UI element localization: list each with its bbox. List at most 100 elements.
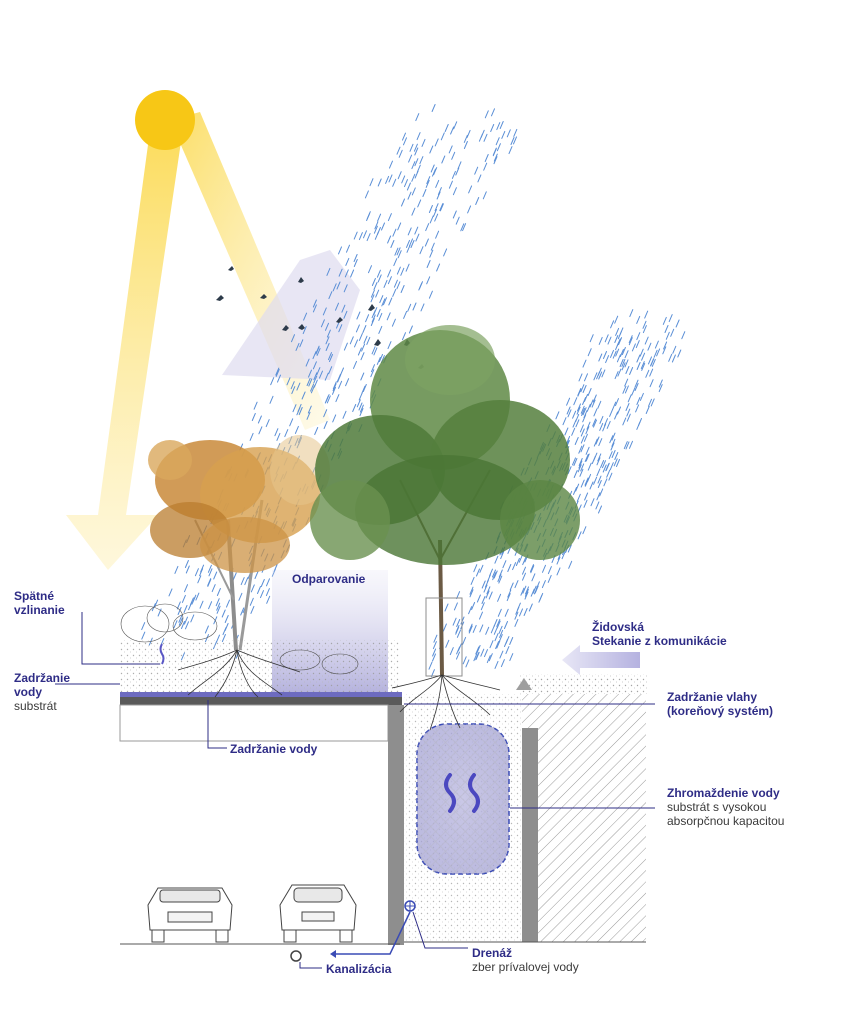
rain-drop [250,433,253,440]
rain-drop [618,369,621,376]
rain-drop [630,441,633,448]
rain-drop [391,241,394,248]
rain-drop [640,393,643,400]
rain-drop [515,581,518,588]
sewer-icon [291,951,301,961]
rain-drop [456,217,459,224]
rain-drop [600,423,603,430]
rain-drop [200,601,203,608]
rain-drop [575,438,578,445]
retaining-wall-left [388,705,404,945]
rain-drop [239,593,242,600]
rain-drop [426,224,429,231]
rain-drop [346,379,349,386]
rain-drop [346,258,349,265]
rain-drop [324,422,327,429]
rain-drop [637,316,640,323]
rain-drop [361,353,364,360]
rain-drop [347,245,350,252]
rain-drop [401,268,404,275]
rain-drop [500,122,503,129]
rain-drop [607,421,610,428]
rain-drop [673,346,676,353]
rain-drop [174,621,177,628]
rain-drop [581,429,584,436]
rain-drop [227,600,230,607]
rain-drop [597,469,600,476]
rain-drop [367,214,370,221]
rain-drop [477,569,480,576]
rain-drop [378,214,381,221]
rain-drop [599,506,602,513]
rain-drop [223,628,226,635]
rain-drop [420,247,423,254]
rain-drop [672,355,675,362]
rain-drop [355,340,358,347]
rain-drop [364,336,367,343]
rain-drop [532,574,535,581]
rain-drop [402,199,405,206]
rain-drop [394,280,397,287]
rain-drop [217,589,220,596]
rain-drop [456,168,459,175]
rain-drop [266,589,269,596]
rain-drop [489,592,492,599]
runoff-arrow [562,645,640,675]
rain-drop [477,595,480,602]
rain-drop [388,270,391,277]
rain-drop [393,289,396,296]
rain-drop [594,409,597,416]
water-retention-layer [120,692,402,697]
rain-drop [478,175,481,182]
rain-drop [490,641,493,648]
rain-drop [463,657,466,664]
rain-drop [435,139,438,146]
rain-drop [628,395,631,402]
rain-drop [498,594,501,601]
rain-drop [410,144,413,151]
rain-drop [354,232,357,239]
rain-drop [415,159,418,166]
rain-drop [209,602,212,609]
rain-drop [399,150,402,157]
rain-drop [422,139,425,146]
rain-drop [581,436,584,443]
rain-drop [142,632,145,639]
road-surface [520,674,648,694]
rain-drop [185,561,188,568]
rain-drop [485,155,488,162]
rain-drop [359,233,362,240]
rain-drop [315,428,318,435]
rain-drop [506,647,509,654]
rain-drop [577,494,580,501]
rain-drop [510,638,513,645]
rain-drop [505,622,508,629]
rain-drop [617,355,620,362]
rain-drop [540,593,543,600]
rain-drop [588,349,591,356]
rain-drop [602,370,605,377]
rain-drop [336,395,339,402]
rain-drop [463,637,466,644]
rain-drop [616,349,619,356]
rain-drop [290,419,293,426]
rain-drop [357,312,360,319]
rain-drop [645,311,648,318]
rain-drop [613,351,616,358]
rain-drop [626,404,629,411]
rain-drop [486,627,489,634]
rain-drop [427,277,430,284]
rain-drop [493,149,496,156]
rain-drop [169,589,172,596]
roof-slab [120,697,402,705]
rain-drop [453,211,456,218]
rain-drop [599,439,602,446]
rain-drop [497,144,500,151]
rain-drop [569,561,572,568]
rain-drop [598,401,601,408]
rain-drop [484,134,487,141]
rain-drop [333,415,336,422]
label-zadrzanie-vody-left: Zadržanie vody substrát [14,671,70,713]
rain-drop [676,320,679,327]
rain-drop [378,179,381,186]
